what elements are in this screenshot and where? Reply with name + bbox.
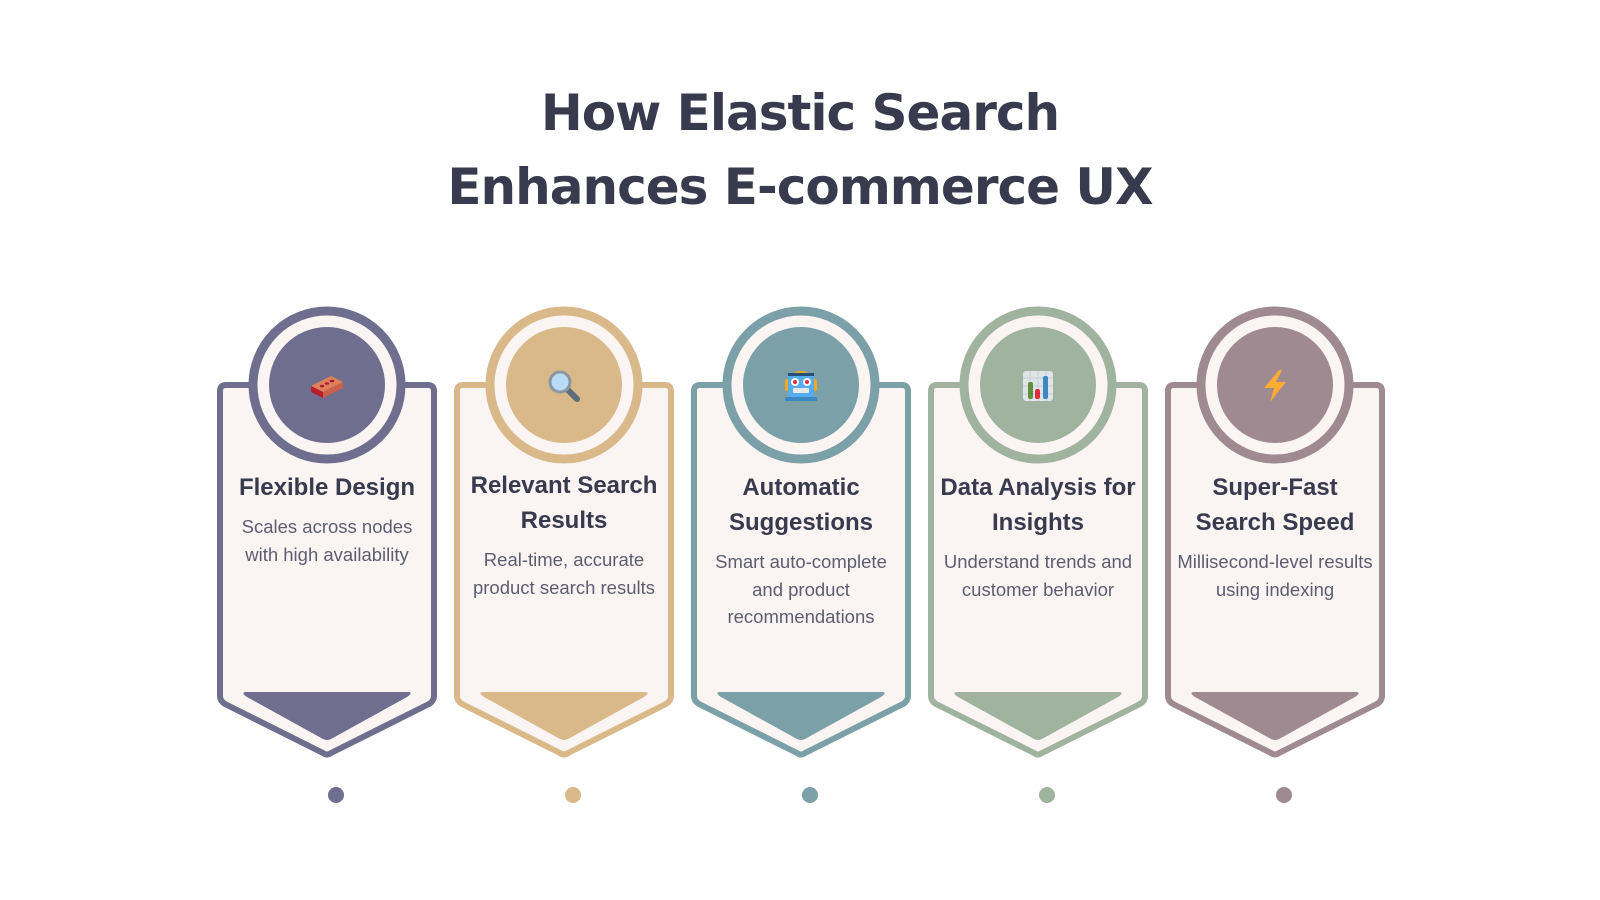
card-description: Millisecond-level results using indexing xyxy=(1177,551,1373,600)
card-title: Relevant Search Results xyxy=(470,472,658,534)
card-title: Flexible Design xyxy=(238,474,416,501)
timeline-dot xyxy=(1276,787,1292,803)
timeline-dot xyxy=(328,787,344,803)
timeline-dot xyxy=(565,787,581,803)
page-title-line-1: How Elastic Search xyxy=(540,84,1060,142)
magnifying-glass-icon xyxy=(544,366,584,406)
card-title: Data Analysis for Insights xyxy=(940,474,1136,536)
feature-card-automatic-suggestions: Automatic Suggestions Smart auto-complet… xyxy=(681,300,921,820)
page-title-line-2: Enhances E-commerce UX xyxy=(447,158,1153,216)
card-text: Data Analysis for Insights Understand tr… xyxy=(936,470,1140,603)
robot-icon xyxy=(781,366,821,406)
card-description: Scales across nodes with high availabili… xyxy=(241,516,413,565)
feature-card-relevant-search-results: Relevant Search Results Real-time, accur… xyxy=(444,300,684,820)
card-description: Understand trends and customer behavior xyxy=(943,551,1133,600)
card-description: Smart auto-complete and product recommen… xyxy=(715,551,887,627)
lightning-icon xyxy=(1255,366,1295,406)
card-text: Flexible Design Scales across nodes with… xyxy=(225,470,429,568)
timeline-dot xyxy=(802,787,818,803)
card-text: Super-Fast Search Speed Millisecond-leve… xyxy=(1173,470,1377,603)
page-title: How Elastic Search Enhances E-commerce U… xyxy=(0,76,1600,224)
bar-chart-icon xyxy=(1018,366,1058,406)
timeline-dot xyxy=(1039,787,1055,803)
card-text: Relevant Search Results Real-time, accur… xyxy=(462,468,666,601)
brick-icon xyxy=(307,366,347,406)
card-title: Automatic Suggestions xyxy=(728,474,873,536)
card-text: Automatic Suggestions Smart auto-complet… xyxy=(699,470,903,631)
card-description: Real-time, accurate product search resul… xyxy=(472,549,655,598)
feature-card-data-analysis: Data Analysis for Insights Understand tr… xyxy=(918,300,1158,820)
feature-card-flexible-design: Flexible Design Scales across nodes with… xyxy=(207,300,447,820)
feature-card-super-fast-search-speed: Super-Fast Search Speed Millisecond-leve… xyxy=(1155,300,1395,820)
card-title: Super-Fast Search Speed xyxy=(1195,474,1355,536)
